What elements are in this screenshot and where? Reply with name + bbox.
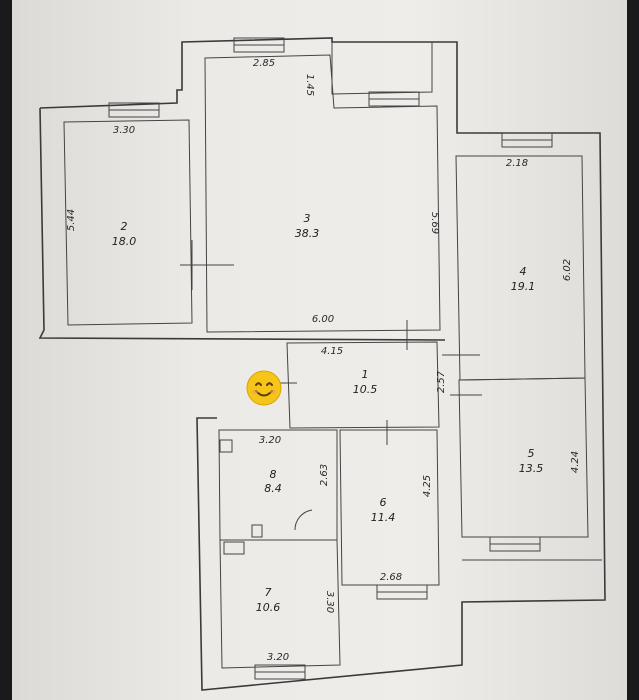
room-8-area: 8.4 — [264, 482, 282, 495]
dim-320-top: 3.20 — [259, 435, 281, 446]
room-5-area: 13.5 — [519, 462, 544, 475]
dimension-labels: 2.85 1.45 3.30 5.44 5.69 2.18 6.02 6.00 … — [66, 58, 581, 663]
room-6-number: 6 — [380, 496, 387, 509]
smiling-face-icon — [246, 370, 282, 406]
dim-600: 6.00 — [312, 314, 334, 325]
room-4-area: 19.1 — [511, 280, 536, 293]
dim-602: 6.02 — [562, 259, 573, 281]
room-2-area: 18.0 — [112, 235, 137, 248]
room-2-number: 2 — [121, 220, 128, 233]
room-7-number: 7 — [265, 586, 272, 599]
dim-425: 4.25 — [422, 475, 433, 497]
dim-415: 4.15 — [321, 346, 343, 357]
room-1-area: 10.5 — [353, 383, 378, 396]
dim-569: 5.69 — [429, 212, 440, 234]
dim-330-side: 3.30 — [324, 591, 335, 613]
room-3-number: 3 — [304, 212, 311, 225]
dim-320-bottom: 3.20 — [267, 652, 289, 663]
room-labels: 2 18.0 3 38.3 4 19.1 1 10.5 5 13.5 6 11.… — [112, 212, 544, 614]
room-5-number: 5 — [528, 447, 535, 460]
dim-145: 1.45 — [304, 74, 315, 96]
dim-263: 2.63 — [319, 464, 330, 486]
dim-268: 2.68 — [380, 572, 402, 583]
room-7-area: 10.6 — [256, 601, 281, 614]
floor-plan-drawing: 2 18.0 3 38.3 4 19.1 1 10.5 5 13.5 6 11.… — [38, 37, 606, 691]
dim-424: 4.24 — [570, 451, 581, 473]
room-4-number: 4 — [520, 265, 527, 278]
dim-544: 5.44 — [66, 209, 77, 231]
dim-330-top: 3.30 — [113, 125, 135, 136]
floor-plan-sheet: 2 18.0 3 38.3 4 19.1 1 10.5 5 13.5 6 11.… — [12, 0, 627, 700]
room-1-number: 1 — [362, 368, 369, 381]
room-3-area: 38.3 — [295, 227, 320, 240]
outer-walls — [38, 37, 606, 691]
windows — [108, 37, 553, 680]
dim-285: 2.85 — [253, 58, 275, 69]
fixtures — [180, 240, 482, 555]
dim-218: 2.18 — [506, 158, 528, 169]
room-6-area: 11.4 — [371, 511, 396, 524]
dim-257: 2.57 — [436, 370, 447, 393]
room-8-number: 8 — [270, 468, 277, 481]
